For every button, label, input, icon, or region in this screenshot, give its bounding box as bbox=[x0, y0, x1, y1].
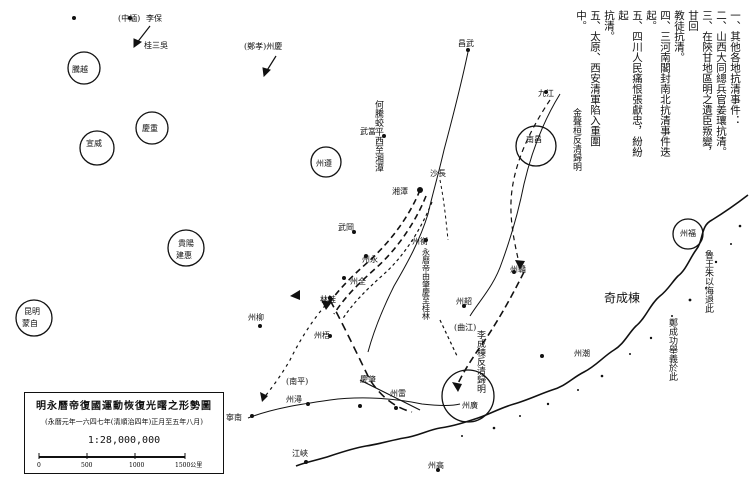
label-zhongmian: (中緬) bbox=[118, 13, 140, 23]
city-ring-guiyang bbox=[167, 229, 205, 267]
note-line-5: 四、三河南閣封南北抗清事件迭起。 bbox=[645, 10, 671, 157]
map-title: 明永曆帝復國運動恢復光曙之形勢圖 bbox=[36, 401, 212, 412]
label-jiujiang: 九江 bbox=[538, 89, 554, 98]
city-ring-fuzhou bbox=[672, 218, 704, 250]
label-tengyue: 騰越 bbox=[72, 64, 88, 74]
movement-arrows bbox=[133, 25, 459, 411]
label-changsha: 沙長 bbox=[430, 169, 446, 178]
label-nanping: (南平) bbox=[286, 376, 308, 386]
note-line-3: 三、在陝甘地區明之遺臣叛變，甘回 bbox=[687, 10, 713, 157]
city-ring-guangzhou bbox=[441, 369, 495, 423]
label-nanchang: 南昌 bbox=[526, 134, 542, 144]
label-tianzhou: 蒙自 bbox=[22, 318, 38, 328]
note-jin-sheng: 金聲桓反清歸明 bbox=[571, 107, 582, 172]
scale-tick-1500: 1500公里 bbox=[175, 462, 202, 469]
city-ring-xuanwei bbox=[79, 130, 115, 166]
route-arrows bbox=[260, 260, 525, 402]
label-fuzhou: 州福 bbox=[680, 229, 696, 238]
scale-tick-0: 0 bbox=[37, 462, 41, 469]
label-lishui: 李保 bbox=[146, 13, 162, 23]
note-line-1: 一、其他各地抗清事件： bbox=[729, 10, 741, 126]
label-quanzhou: 州全 bbox=[350, 276, 366, 286]
label-guangzhou: 州廣 bbox=[462, 400, 478, 410]
label-qiongzhou: 州高 bbox=[428, 460, 444, 470]
label-xunzhou: 州潯 bbox=[286, 394, 302, 404]
note-line-8: 五、太原、西安清軍陷入重圍中。 bbox=[575, 10, 601, 147]
scale-bar: 0 500 1000 1500公里 bbox=[37, 453, 202, 469]
city-ring-kunming bbox=[15, 299, 53, 337]
label-changwu: 昌武 bbox=[458, 38, 474, 48]
city-ring-nanchang bbox=[515, 125, 557, 167]
note-line-6: 五、四川人民痛恨張獻忠，紛紛起 bbox=[617, 10, 643, 157]
label-wudang: 武當 bbox=[360, 126, 376, 136]
historical-annotations: 何騰蛟平西至湘潭 金聲桓反清歸明 李成棟反清歸明 永曆帝由肇慶至桂林 鄭成功舉義… bbox=[373, 99, 714, 394]
scale-tick-500: 500 bbox=[81, 462, 93, 469]
label-liuzhou: 州柳 bbox=[248, 312, 264, 322]
label-chaozhou: 州潮 bbox=[574, 348, 590, 358]
note-zheng-chenggong: 鄭成功舉義於此 bbox=[667, 317, 678, 381]
label-wugang: 武岡 bbox=[338, 222, 354, 232]
label-zheng-xiao: (鄭孝)州慶 bbox=[244, 41, 282, 51]
note-line-2: 二、山西大同總兵官姜瓖抗清。 bbox=[715, 10, 727, 157]
label-shaozhou: 州韶 bbox=[456, 296, 472, 306]
city-ring-qingzhou bbox=[135, 111, 169, 145]
label-xiangtan: 湘潭 bbox=[392, 186, 408, 196]
note-he-tengjiao: 何騰蛟平西至湘潭 bbox=[373, 99, 384, 172]
note-line-4: 教徒抗清。 bbox=[673, 10, 685, 63]
label-wuzhou: 州梧 bbox=[314, 330, 330, 340]
label-jiangyou: 江峽 bbox=[292, 448, 308, 458]
note-line-7: 抗清。 bbox=[603, 10, 615, 42]
note-qi-xu: 奇成棟 bbox=[604, 290, 640, 305]
map-notes: 一、其他各地抗清事件： 二、山西大同總兵官姜瓖抗清。 三、在陝甘地區明之遺臣叛變… bbox=[575, 10, 742, 160]
label-kunming: 昆明 bbox=[24, 307, 40, 316]
label-yanzhou: 州雷 bbox=[390, 389, 406, 398]
label-guilin: 林桂 bbox=[320, 294, 336, 304]
note-li-chengdong: 李成棟反清歸明 bbox=[475, 329, 486, 394]
city-dots bbox=[72, 16, 548, 472]
label-guiyang: 貴陽 bbox=[178, 238, 194, 248]
label-zunyi: 州遵 bbox=[316, 158, 332, 168]
place-labels: (中緬) 李保 桂三吳 騰越 宣威 慶重 (鄭孝)州慶 昌武 九江 南昌 武當 … bbox=[22, 13, 696, 470]
note-lu-wang: 魯王朱以海退此 bbox=[703, 249, 714, 313]
label-zhaoqing: 慶肇 bbox=[360, 374, 376, 384]
coastal-islands bbox=[461, 224, 742, 437]
label-jianhui: 建惠 bbox=[176, 250, 192, 260]
label-ganzhou: 州贛 bbox=[510, 264, 526, 274]
city-ring-zunyi bbox=[310, 146, 342, 178]
river-gan bbox=[469, 93, 561, 317]
map-subtitle: (永曆元年一六四七年(清順治四年)正月至五年八月) bbox=[45, 418, 203, 426]
map-legend: 明永曆帝復國運動恢復光曙之形勢圖 (永曆元年一六四七年(清順治四年)正月至五年八… bbox=[24, 392, 224, 474]
label-qujiang: (曲江) bbox=[454, 322, 476, 332]
coastline bbox=[295, 194, 749, 467]
note-yongli-route: 永曆帝由肇慶至桂林 bbox=[422, 247, 431, 321]
major-city-markers bbox=[15, 51, 704, 423]
label-guisan: 桂三吳 bbox=[144, 40, 168, 50]
campaign-routes bbox=[261, 99, 551, 413]
river-xi bbox=[247, 397, 461, 419]
scale-tick-1000: 1000 bbox=[129, 462, 144, 469]
label-xuanwei: 宣威 bbox=[86, 138, 102, 148]
map-scale: 1:28,000,000 bbox=[87, 435, 161, 446]
label-nanning: 寧南 bbox=[226, 412, 242, 422]
label-hengzhou: 州衡 bbox=[412, 236, 428, 246]
label-qingzhou: 慶重 bbox=[142, 123, 158, 133]
river-xiang bbox=[367, 51, 469, 353]
label-yongzhou: 州永 bbox=[362, 254, 378, 264]
city-ring-tengyue bbox=[67, 51, 101, 85]
